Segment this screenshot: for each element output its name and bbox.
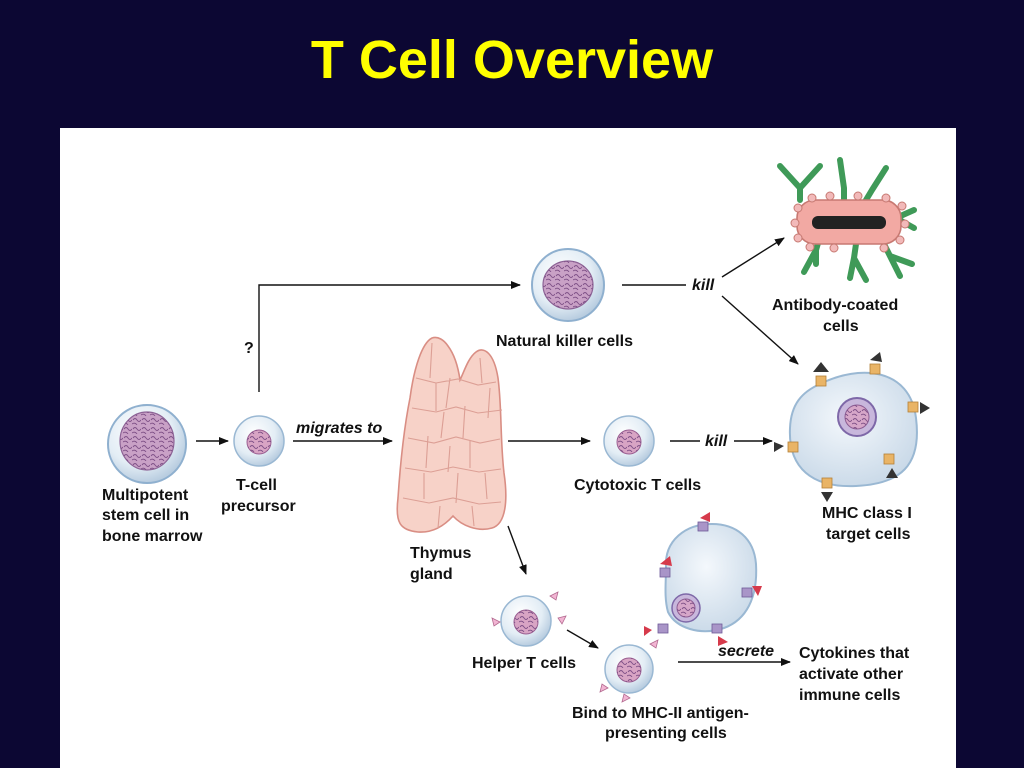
diagram-panel: Multipotent stem cell in bone marrow T-c… [60,128,956,768]
bind-label: Bind to MHC-II antigen- presenting cells [572,705,753,742]
arrow-kill-to-antibody [721,237,785,278]
question-mark: ? [244,340,254,357]
arrow-helper-to-bind [566,629,599,649]
helper-t-cell [491,591,567,647]
stem-cell-label: Multipotent stem cell in bone marrow [102,487,203,545]
stem-cell [107,404,187,484]
helper-label: Helper T cells [472,655,576,672]
helper-receptors [491,591,567,627]
arrow-thymus-to-helper [507,525,527,575]
antigen-dots [790,191,910,253]
migrates-label: migrates to [296,420,382,437]
kill-label-nk: kill [692,277,715,294]
cytotoxic-t-cell [603,415,655,467]
arrow-kill-to-mhc1 [721,295,799,365]
kill-label-ct: kill [705,433,728,450]
nk-label: Natural killer cells [496,333,633,350]
cytokines-label: Cytokines that activate other immune cel… [799,645,914,704]
secrete-label: secrete [718,643,774,660]
cytotoxic-label: Cytotoxic T cells [574,477,701,494]
thymus-label: Thymus gland [410,545,476,583]
mhc1-markers [774,352,930,502]
mhc1-label: MHC class I target cells [822,505,916,543]
precursor-label: T-cell precursor [221,477,296,515]
natural-killer-cell [531,248,605,322]
antibody-coated-label: Antibody-coated cells [772,297,903,335]
t-cell-precursor [233,415,285,467]
arrow-precursor-to-nk [258,281,521,392]
mhc2-antigen-markers [644,512,762,646]
antibody-coated-cell [777,157,917,283]
thymus-gland [396,336,507,533]
slide-title: T Cell Overview [310,30,714,90]
t-cell-diagram: Multipotent stem cell in bone marrow T-c… [102,157,930,742]
mhc1-target-cell [774,352,930,502]
antigen-presenting-cell [644,512,762,646]
bound-helper-t-cell [599,639,659,703]
